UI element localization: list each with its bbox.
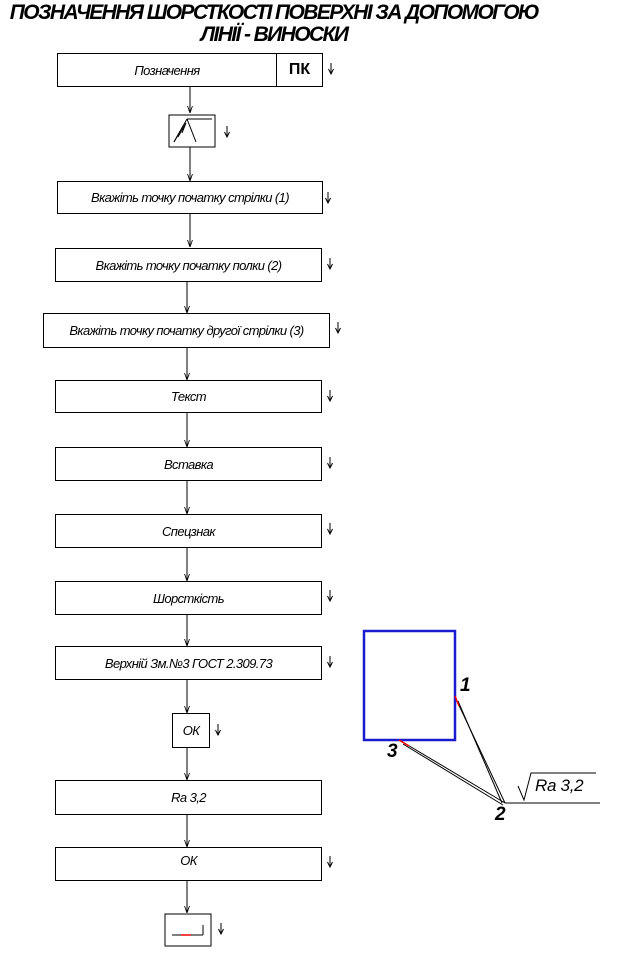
designation-box[interactable]: Позначення ПК xyxy=(57,53,323,87)
insert-box[interactable]: Вставка xyxy=(55,447,322,481)
step-arrow-start-label: Вкажіть точку початку стрілки (1) xyxy=(91,190,290,205)
part-outline xyxy=(362,629,457,742)
roughness-label: Шорсткість xyxy=(153,590,225,606)
ra-value-box[interactable]: Ra 3,2 xyxy=(55,780,322,815)
pk-key: ПК xyxy=(276,54,322,86)
upper-change-label: Верхній Зм.№3 ГОСТ 2.309.73 xyxy=(104,655,273,671)
step-shelf-start: Вкажіть точку початку полки (2) xyxy=(55,248,322,282)
leader-roughness-icon-button xyxy=(168,114,216,148)
step-second-arrow-start-label: Вкажіть точку початку другої стрілки (3) xyxy=(69,323,304,338)
designation-label: Позначення xyxy=(134,62,200,78)
ok-label: ОК xyxy=(182,723,200,738)
leader-roughness-icon xyxy=(173,118,212,143)
ok-box-label: ОК xyxy=(180,853,197,868)
special-sign-box[interactable]: Спецзнак xyxy=(55,514,322,548)
point-3-label: 3 xyxy=(387,741,398,762)
confirm-leader-icon xyxy=(172,925,204,936)
special-sign-label: Спецзнак xyxy=(162,523,216,539)
confirm-icon-button xyxy=(164,913,212,947)
ok-box[interactable]: ОК xyxy=(55,847,322,881)
roughness-box[interactable]: Шорсткість xyxy=(55,581,322,615)
ra-value-label: Ra 3,2 xyxy=(171,790,206,805)
point-1-label: 1 xyxy=(460,675,471,696)
point-2-label: 2 xyxy=(495,804,506,825)
step-arrow-start: Вкажіть точку початку стрілки (1) xyxy=(57,181,323,214)
diagram-title-line2: ЛІНІЇ - ВИНОСКИ xyxy=(200,23,349,46)
text-label: Текст xyxy=(170,389,207,404)
leader-arrow-tips xyxy=(398,695,460,747)
step-shelf-start-label: Вкажіть точку початку полки (2) xyxy=(95,257,283,273)
diagram-title-line1: ПОЗНАЧЕННЯ ШОРСТКОСТІ ПОВЕРХНІ ЗА ДОПОМО… xyxy=(9,1,540,24)
upper-change-box[interactable]: Верхній Зм.№3 ГОСТ 2.309.73 xyxy=(55,646,322,680)
ok-button[interactable]: ОК xyxy=(172,713,210,748)
text-box[interactable]: Текст xyxy=(55,380,322,413)
step-second-arrow-start: Вкажіть точку початку другої стрілки (3) xyxy=(43,313,330,348)
insert-label: Вставка xyxy=(163,456,214,472)
roughness-value-label: Ra 3,2 xyxy=(535,776,584,795)
